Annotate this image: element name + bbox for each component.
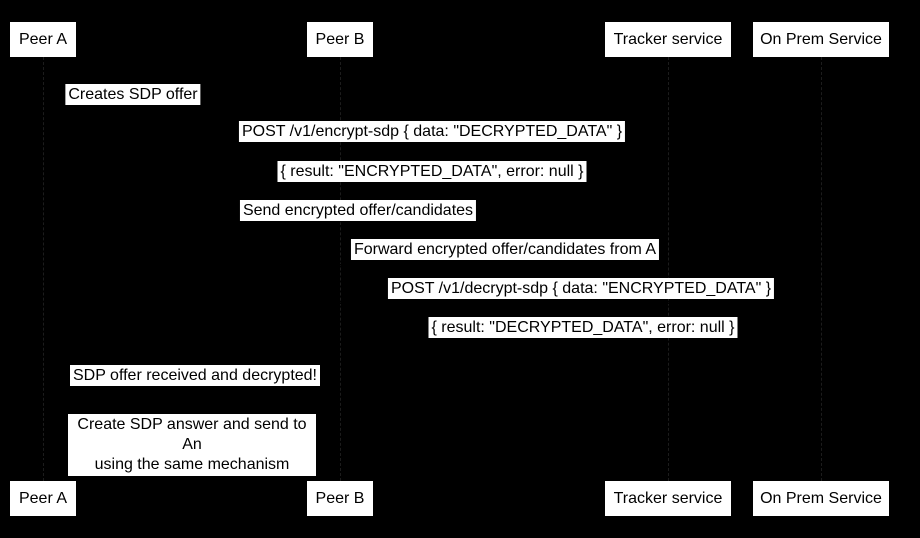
message-line-encrypt-reply [43,186,821,187]
participant-peer-b-top: Peer B [307,22,373,57]
participant-peer-a-bottom: Peer A [10,481,76,516]
message-label-create-sdp-answer: Create SDP answer and send to An using t… [68,414,316,476]
participant-peer-b-bottom: Peer B [307,481,373,516]
lifeline-tracker-service [668,57,669,481]
message-label-creates-sdp-offer: Creates SDP offer [65,84,201,105]
lifeline-on-prem-service [821,57,822,481]
message-label-forward-encrypted-offer: Forward encrypted offer/candidates from … [350,239,660,260]
message-label-send-encrypted-offer: Send encrypted offer/candidates [239,200,477,221]
message-label-offer-received: SDP offer received and decrypted! [70,365,320,386]
message-line-send-encrypted [43,225,668,226]
lifeline-peer-b [340,57,341,481]
message-label-post-encrypt-sdp: POST /v1/encrypt-sdp { data: "DECRYPTED_… [238,121,626,142]
participant-tracker-service-bottom: Tracker service [605,481,731,516]
message-line-offer-received [43,392,340,393]
participant-peer-a-top: Peer A [10,22,76,57]
message-line-forward-encrypted [340,264,668,265]
message-label-create-sdp-answer-line2: using the same mechanism [94,456,290,473]
message-line-decrypt-request [340,303,821,304]
message-line-decrypt-reply [340,342,821,343]
message-label-decrypted-result: { result: "DECRYPTED_DATA", error: null … [428,317,738,338]
message-line-self-creates-offer [43,110,83,111]
participant-on-prem-service-bottom: On Prem Service [753,481,889,516]
message-label-create-sdp-answer-line1: Create SDP answer and send to An [77,416,307,453]
message-line-encrypt-request [43,146,821,147]
message-label-encrypted-result: { result: "ENCRYPTED_DATA", error: null … [277,161,587,182]
lifeline-peer-a [43,57,44,481]
participant-tracker-service-top: Tracker service [605,22,731,57]
message-label-post-decrypt-sdp: POST /v1/decrypt-sdp { data: "ENCRYPTED_… [387,278,775,299]
participant-on-prem-service-top: On Prem Service [753,22,889,57]
